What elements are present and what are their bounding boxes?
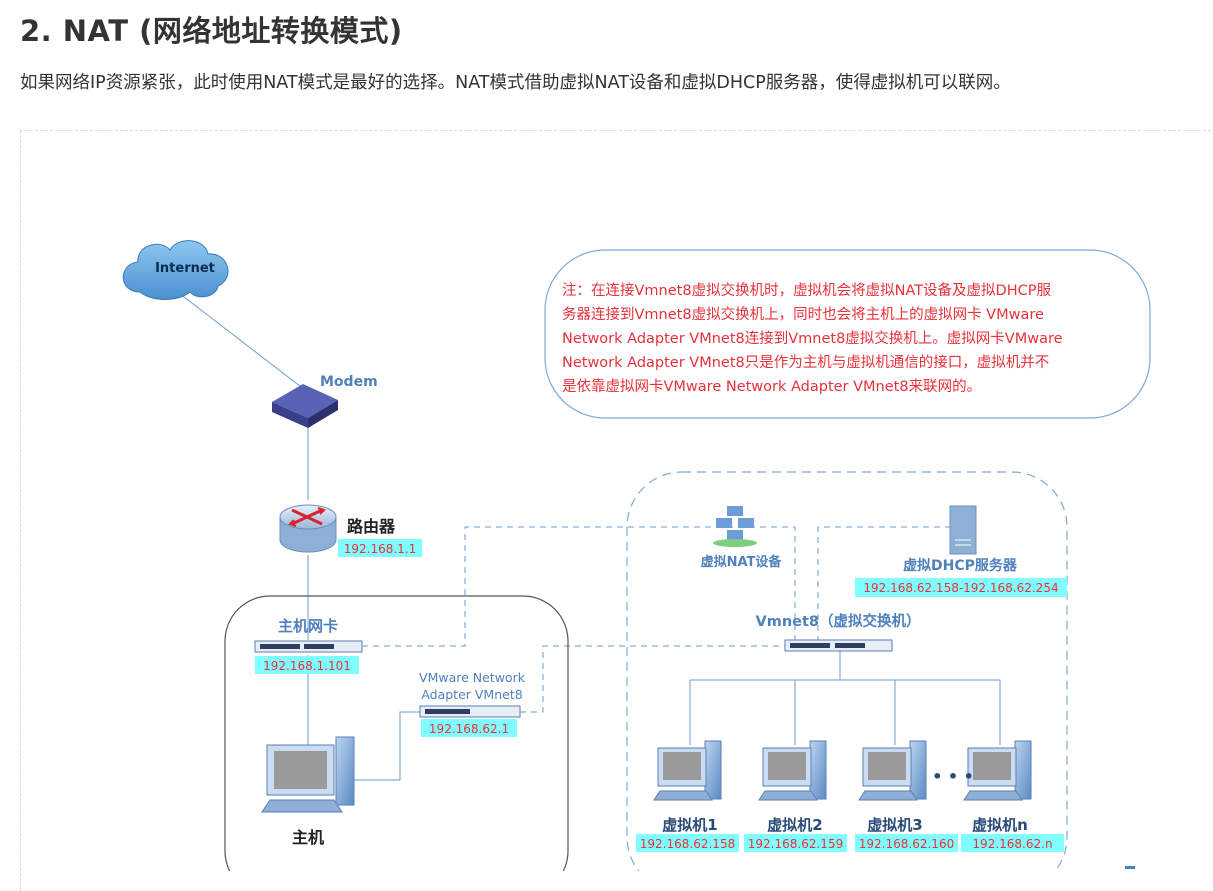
- note-line: 注：在连接Vmnet8虚拟交换机时，虚拟机会将虚拟NAT设备及虚拟DHCP服: [562, 281, 1051, 299]
- vm-tower: [1014, 740, 1032, 800]
- vm-tower: [909, 740, 927, 800]
- vm-keyboard: [858, 790, 918, 801]
- vm-screen: [768, 752, 806, 780]
- modem-icon: [272, 384, 338, 428]
- note-bubble: [544, 249, 1151, 419]
- dashed-links: [362, 526, 950, 713]
- page-description: 如果网络IP资源紧张，此时使用NAT模式是最好的选择。NAT模式借助虚拟NAT设…: [20, 73, 1011, 93]
- host-box: [224, 595, 569, 871]
- internet-cloud-icon: [122, 240, 229, 300]
- vm-ip-box: [636, 834, 739, 852]
- virtual-machine: 虚拟机3 192.168.62.160: [855, 740, 958, 852]
- vswitch-icon: [784, 639, 893, 652]
- solid-links: [174, 289, 1001, 781]
- diagram-frame: [20, 130, 1213, 891]
- vm-name: 虚拟机n: [972, 816, 1028, 834]
- vm-ip: 192.168.62.160: [859, 837, 954, 851]
- nat-diagram: 注：在连接Vmnet8虚拟交换机时，虚拟机会将虚拟NAT设备及虚拟DHCP服 务…: [122, 240, 1151, 871]
- vmnet8-adapter-ip: 192.168.62.1: [429, 722, 509, 736]
- dhcp-server-icon: [949, 505, 977, 555]
- vm-screen: [663, 752, 701, 780]
- vmnet8-adapter-icon: [419, 705, 521, 718]
- vmnet8-adapter-ip-box: [421, 719, 517, 737]
- note-line: Network Adapter VMnet8连接到Vmnet8虚拟交换机上。虚拟…: [562, 329, 1063, 347]
- vm-layer: 虚拟机1 192.168.62.158 虚拟机2 192.168.62.159 虚拟机3…: [636, 740, 1064, 852]
- router-icon: [279, 504, 337, 553]
- router-label: 路由器: [347, 517, 396, 536]
- vm-ip-box: [855, 834, 958, 852]
- vm-name: 虚拟机3: [867, 816, 922, 834]
- virtual-machine: 虚拟机n 192.168.62.n: [961, 740, 1064, 852]
- host-nic-ip-box: [255, 656, 359, 674]
- host-nic-ip: 192.168.1.101: [263, 659, 351, 673]
- vm-ip-box: [961, 834, 1064, 852]
- note-line: 是依靠虚拟网卡VMware Network Adapter VMnet8来联网的…: [562, 378, 981, 395]
- vm-name: 虚拟机1: [662, 816, 717, 834]
- scroll-marker: [1125, 866, 1135, 869]
- vm-ip: 192.168.62.n: [972, 837, 1052, 851]
- host-nic-icon: [254, 640, 363, 653]
- ellipsis: • • •: [932, 767, 974, 786]
- vm-screen: [868, 752, 906, 780]
- host-nic-label: 主机网卡: [278, 617, 338, 635]
- vswitch-label: Vmnet8（虚拟交换机）: [755, 612, 920, 630]
- vm-keyboard: [963, 790, 1023, 801]
- nat-device-label: 虚拟NAT设备: [701, 554, 783, 570]
- virtual-machine: 虚拟机2 192.168.62.159: [744, 740, 847, 852]
- modem-label: Modem: [320, 374, 378, 390]
- vm-tower: [704, 740, 722, 800]
- virtual-machine: 虚拟机1 192.168.62.158: [636, 740, 739, 852]
- note-line: Network Adapter VMnet8只是作为主机与虚拟机通信的接口，虚拟…: [562, 354, 1049, 371]
- vm-group-box: [626, 471, 1068, 871]
- page-title: 2. NAT (网络地址转换模式): [20, 14, 403, 48]
- vm-keyboard: [653, 790, 713, 801]
- dhcp-label: 虚拟DHCP服务器: [903, 557, 1018, 574]
- router-ip: 192.168.1.1: [344, 542, 417, 556]
- router-ip-box: [338, 539, 422, 557]
- vm-ip: 192.168.62.159: [748, 837, 843, 851]
- host-label: 主机: [292, 828, 324, 847]
- host-computer-icon: [261, 736, 355, 813]
- vmnet8-adapter-label-line1: VMware Network: [419, 670, 526, 685]
- vm-keyboard: [758, 790, 818, 801]
- vm-ip: 192.168.62.158: [640, 837, 735, 851]
- vm-tower: [809, 740, 827, 800]
- note-text: 注：在连接Vmnet8虚拟交换机时，虚拟机会将虚拟NAT设备及虚拟DHCP服 务…: [562, 281, 1063, 395]
- internet-label: Internet: [155, 261, 215, 276]
- dhcp-range-box: [855, 578, 1067, 597]
- nat-device-icon: [713, 506, 757, 547]
- note-line: 务器连接到Vmnet8虚拟交换机上，同时也会将主机上的虚拟网卡 VMware: [562, 305, 1044, 323]
- dhcp-range: 192.168.62.158-192.168.62.254: [863, 581, 1058, 595]
- vm-ip-box: [744, 834, 847, 852]
- vm-screen: [973, 752, 1011, 780]
- vmnet8-adapter-label-line2: Adapter VMnet8: [421, 687, 522, 702]
- vm-name: 虚拟机2: [767, 816, 822, 834]
